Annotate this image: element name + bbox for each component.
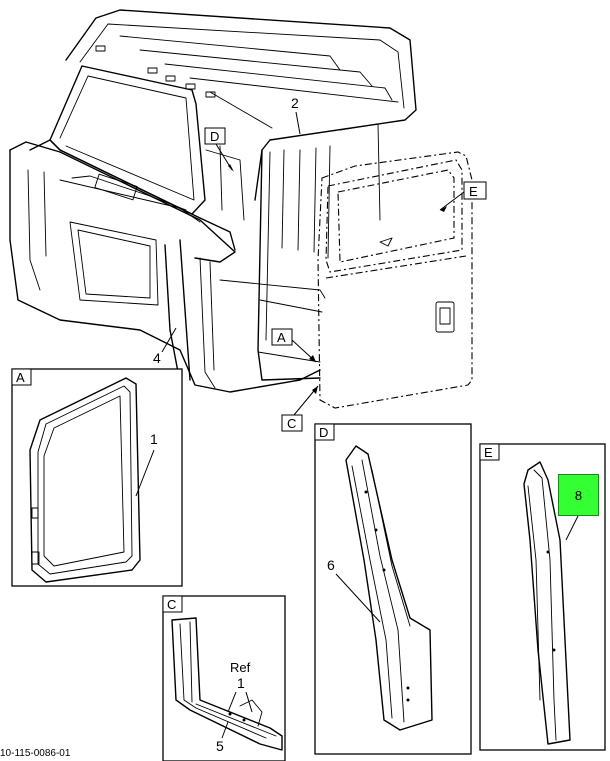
callout-2: 2 xyxy=(291,95,299,111)
view-tag-a: A xyxy=(277,330,286,345)
view-tag-d-box xyxy=(204,127,226,145)
callout-1-a: 1 xyxy=(150,431,158,447)
view-tag-c: C xyxy=(287,416,296,431)
panel-d-label: D xyxy=(319,425,328,440)
figure-id: 10-115-0086-01 xyxy=(0,748,71,759)
view-tag-e: E xyxy=(469,184,478,199)
main-callouts: 2 D E A C 4 xyxy=(153,95,487,432)
callout-8-highlight: 8 xyxy=(558,474,599,516)
panel-d: D 6 xyxy=(314,423,472,755)
callout-ref: Ref xyxy=(230,660,251,675)
view-tag-c-box xyxy=(281,414,303,432)
view-tag-e-box xyxy=(463,181,487,200)
cab-body-illustration xyxy=(9,9,417,393)
panel-c: C Ref 1 5 xyxy=(162,595,286,761)
callout-6: 6 xyxy=(327,557,335,573)
callout-1-c: 1 xyxy=(237,675,245,691)
panel-c-label: C xyxy=(167,597,176,612)
callout-4: 4 xyxy=(153,350,161,366)
view-tag-a-box xyxy=(271,328,293,346)
view-tag-d: D xyxy=(210,129,219,144)
panel-a-label: A xyxy=(16,370,25,385)
panel-e-label: E xyxy=(484,445,493,460)
callout-8: 8 xyxy=(574,487,583,503)
callout-5: 5 xyxy=(216,738,224,754)
panel-a: A 1 xyxy=(11,368,183,587)
door-phantom xyxy=(317,151,473,409)
